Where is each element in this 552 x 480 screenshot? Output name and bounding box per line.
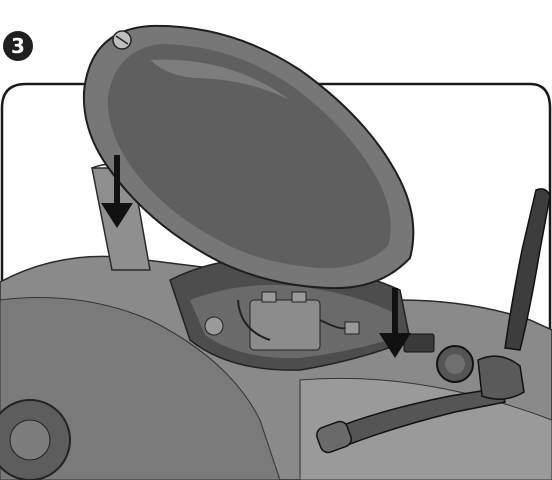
wire — [319, 319, 346, 330]
handlebar-end — [316, 420, 352, 454]
fuse-part — [204, 316, 224, 336]
seat-highlight — [150, 59, 290, 100]
handlebar-stem — [504, 188, 551, 351]
battery-terminal — [291, 291, 307, 303]
wire — [237, 299, 271, 341]
connector — [344, 321, 360, 335]
screw-slot — [115, 35, 129, 45]
battery-terminal — [261, 291, 277, 303]
seat-cushion — [107, 44, 391, 269]
down-arrow-icon — [379, 288, 411, 358]
handlebar-clamp — [477, 355, 525, 400]
down-arrow-icon — [101, 155, 133, 228]
step-number-badge: 3 — [3, 31, 33, 61]
wheel-hub — [9, 419, 51, 461]
fuel-cap-inner — [445, 354, 465, 374]
battery — [249, 299, 321, 351]
